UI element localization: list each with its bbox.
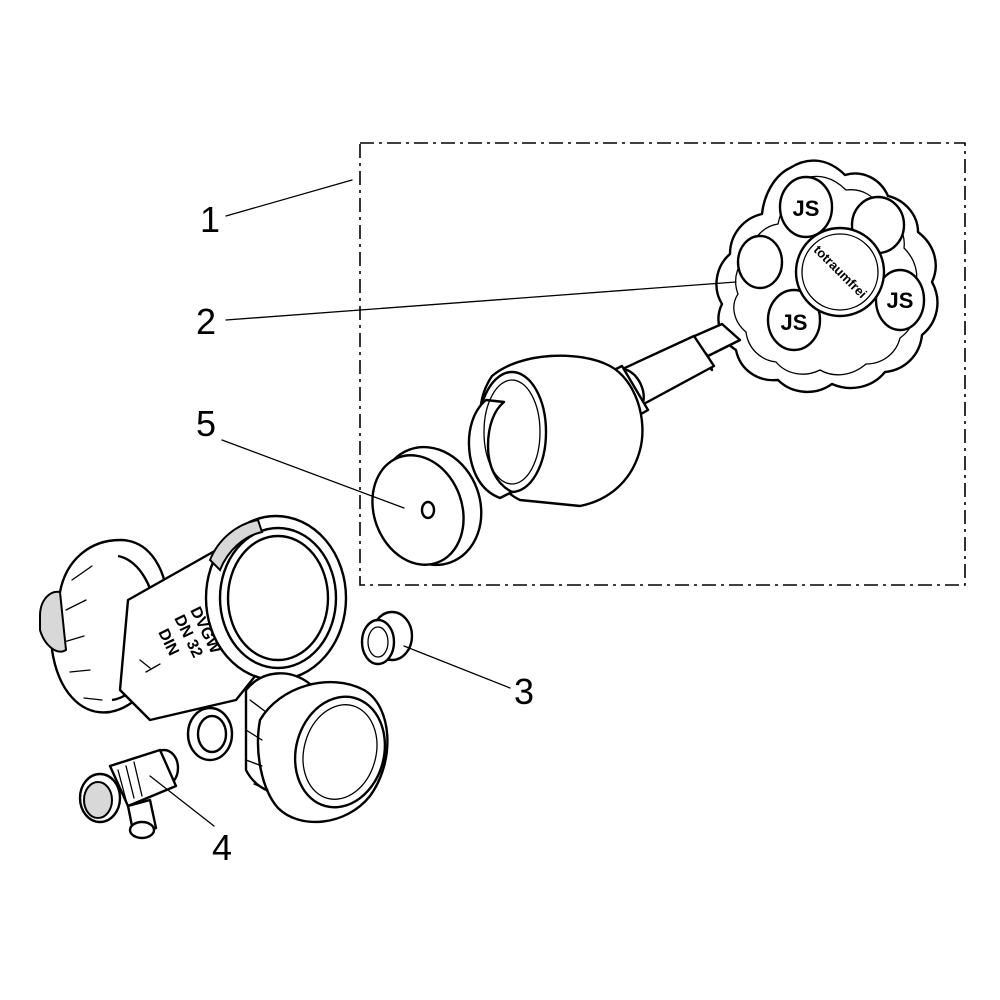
leader-line-3 (403, 645, 511, 689)
leader-line-5 (221, 439, 405, 509)
callout-2: 2 (196, 301, 216, 342)
flow-arrow-icon (139, 659, 161, 673)
elbow-fitting (78, 748, 180, 840)
leader-line-4 (149, 775, 215, 827)
handwheel-logo-right: JS (887, 288, 914, 313)
handwheel-logo-top: JS (793, 196, 820, 221)
assembly-group-boundary (359, 142, 966, 586)
spindle-assembly (467, 322, 742, 508)
washer-disc (371, 445, 483, 567)
leader-line-1 (225, 179, 353, 217)
handwheel-logo-bottom: JS (781, 310, 808, 335)
drain-plug (360, 610, 414, 666)
valve-body: DVGW DN 32 DIN (39, 514, 389, 824)
callout-5: 5 (196, 403, 216, 444)
callout-3: 3 (514, 671, 534, 712)
leader-line-2 (225, 281, 737, 321)
callout-4: 4 (212, 827, 232, 868)
handwheel: totraumfrei JS JS JS (715, 159, 939, 393)
callout-1: 1 (200, 199, 220, 240)
